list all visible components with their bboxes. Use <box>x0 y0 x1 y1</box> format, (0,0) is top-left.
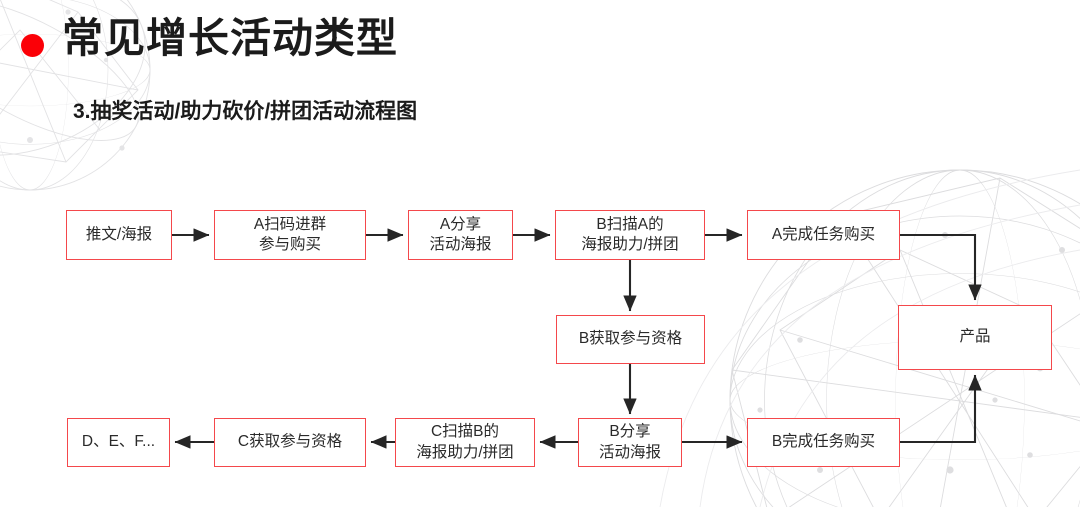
flow-node-label: A分享 活动海报 <box>429 215 492 253</box>
flow-node-b-wancheng: B完成任务购买 <box>747 418 900 467</box>
flow-node-label: 产品 <box>959 328 991 346</box>
flow-node-a-saoma: A扫码进群 参与购买 <box>214 210 366 260</box>
flow-node-b-saomiao: B扫描A的 海报助力/拼团 <box>555 210 705 260</box>
flow-node-label: B分享 活动海报 <box>598 423 661 461</box>
flow-node-label: C获取参与资格 <box>237 433 343 451</box>
page-title: 常见增长活动类型 <box>62 15 398 61</box>
flow-node-a-fenxiang: A分享 活动海报 <box>408 210 513 260</box>
flow-node-label: D、E、F... <box>81 433 156 451</box>
flow-node-chanpin: 产品 <box>898 305 1052 370</box>
page-subtitle: 3.抽奖活动/助力砍价/拼团活动流程图 <box>73 100 418 123</box>
flow-node-label: A完成任务购买 <box>771 225 876 243</box>
title-bullet-icon <box>21 34 44 57</box>
flow-node-def: D、E、F... <box>67 418 170 467</box>
flow-node-c-saomiao: C扫描B的 海报助力/拼团 <box>395 418 535 467</box>
flow-node-label: C扫描B的 海报助力/拼团 <box>416 423 514 461</box>
flow-node-b-huoqu: B获取参与资格 <box>556 315 705 364</box>
flow-node-label: 推文/海报 <box>85 225 153 243</box>
flow-node-tuiwen: 推文/海报 <box>66 210 172 260</box>
flow-node-label: B获取参与资格 <box>578 330 683 348</box>
flow-node-b-fenxiang: B分享 活动海报 <box>578 418 682 467</box>
flow-node-label: B完成任务购买 <box>771 433 876 451</box>
flow-node-label: A扫码进群 参与购买 <box>253 215 327 253</box>
flow-node-c-huoqu: C获取参与资格 <box>214 418 366 467</box>
flow-node-a-wancheng: A完成任务购买 <box>747 210 900 260</box>
flow-node-label: B扫描A的 海报助力/拼团 <box>581 215 679 253</box>
